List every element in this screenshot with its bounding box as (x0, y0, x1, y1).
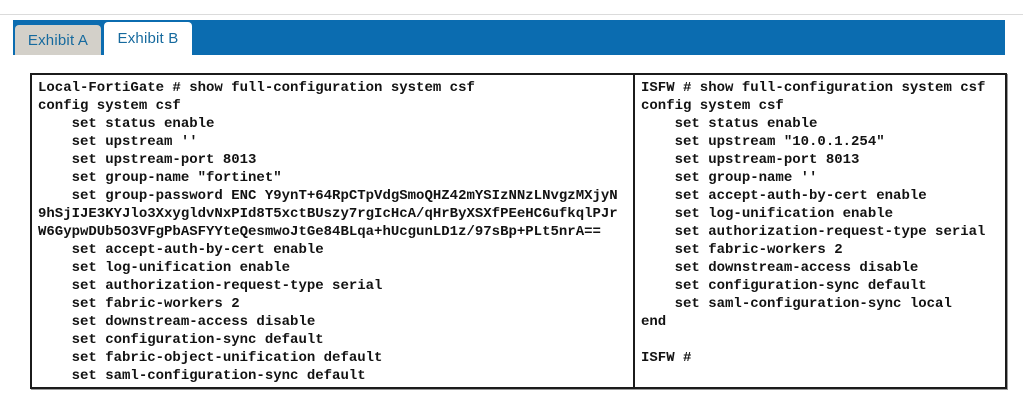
exhibit-content-box: Local-FortiGate # show full-configuratio… (30, 73, 1007, 389)
local-fortigate-cli-pane: Local-FortiGate # show full-configuratio… (32, 75, 635, 387)
tab-exhibit-a[interactable]: Exhibit A (15, 25, 101, 55)
top-divider-line (0, 14, 1023, 15)
local-fortigate-cli-output: Local-FortiGate # show full-configuratio… (38, 80, 618, 384)
isfw-cli-pane: ISFW # show full-configuration system cs… (635, 75, 1005, 387)
tab-exhibit-b[interactable]: Exhibit B (104, 22, 192, 55)
tab-strip: Exhibit A Exhibit B (13, 20, 1005, 55)
isfw-cli-output: ISFW # show full-configuration system cs… (641, 80, 986, 366)
